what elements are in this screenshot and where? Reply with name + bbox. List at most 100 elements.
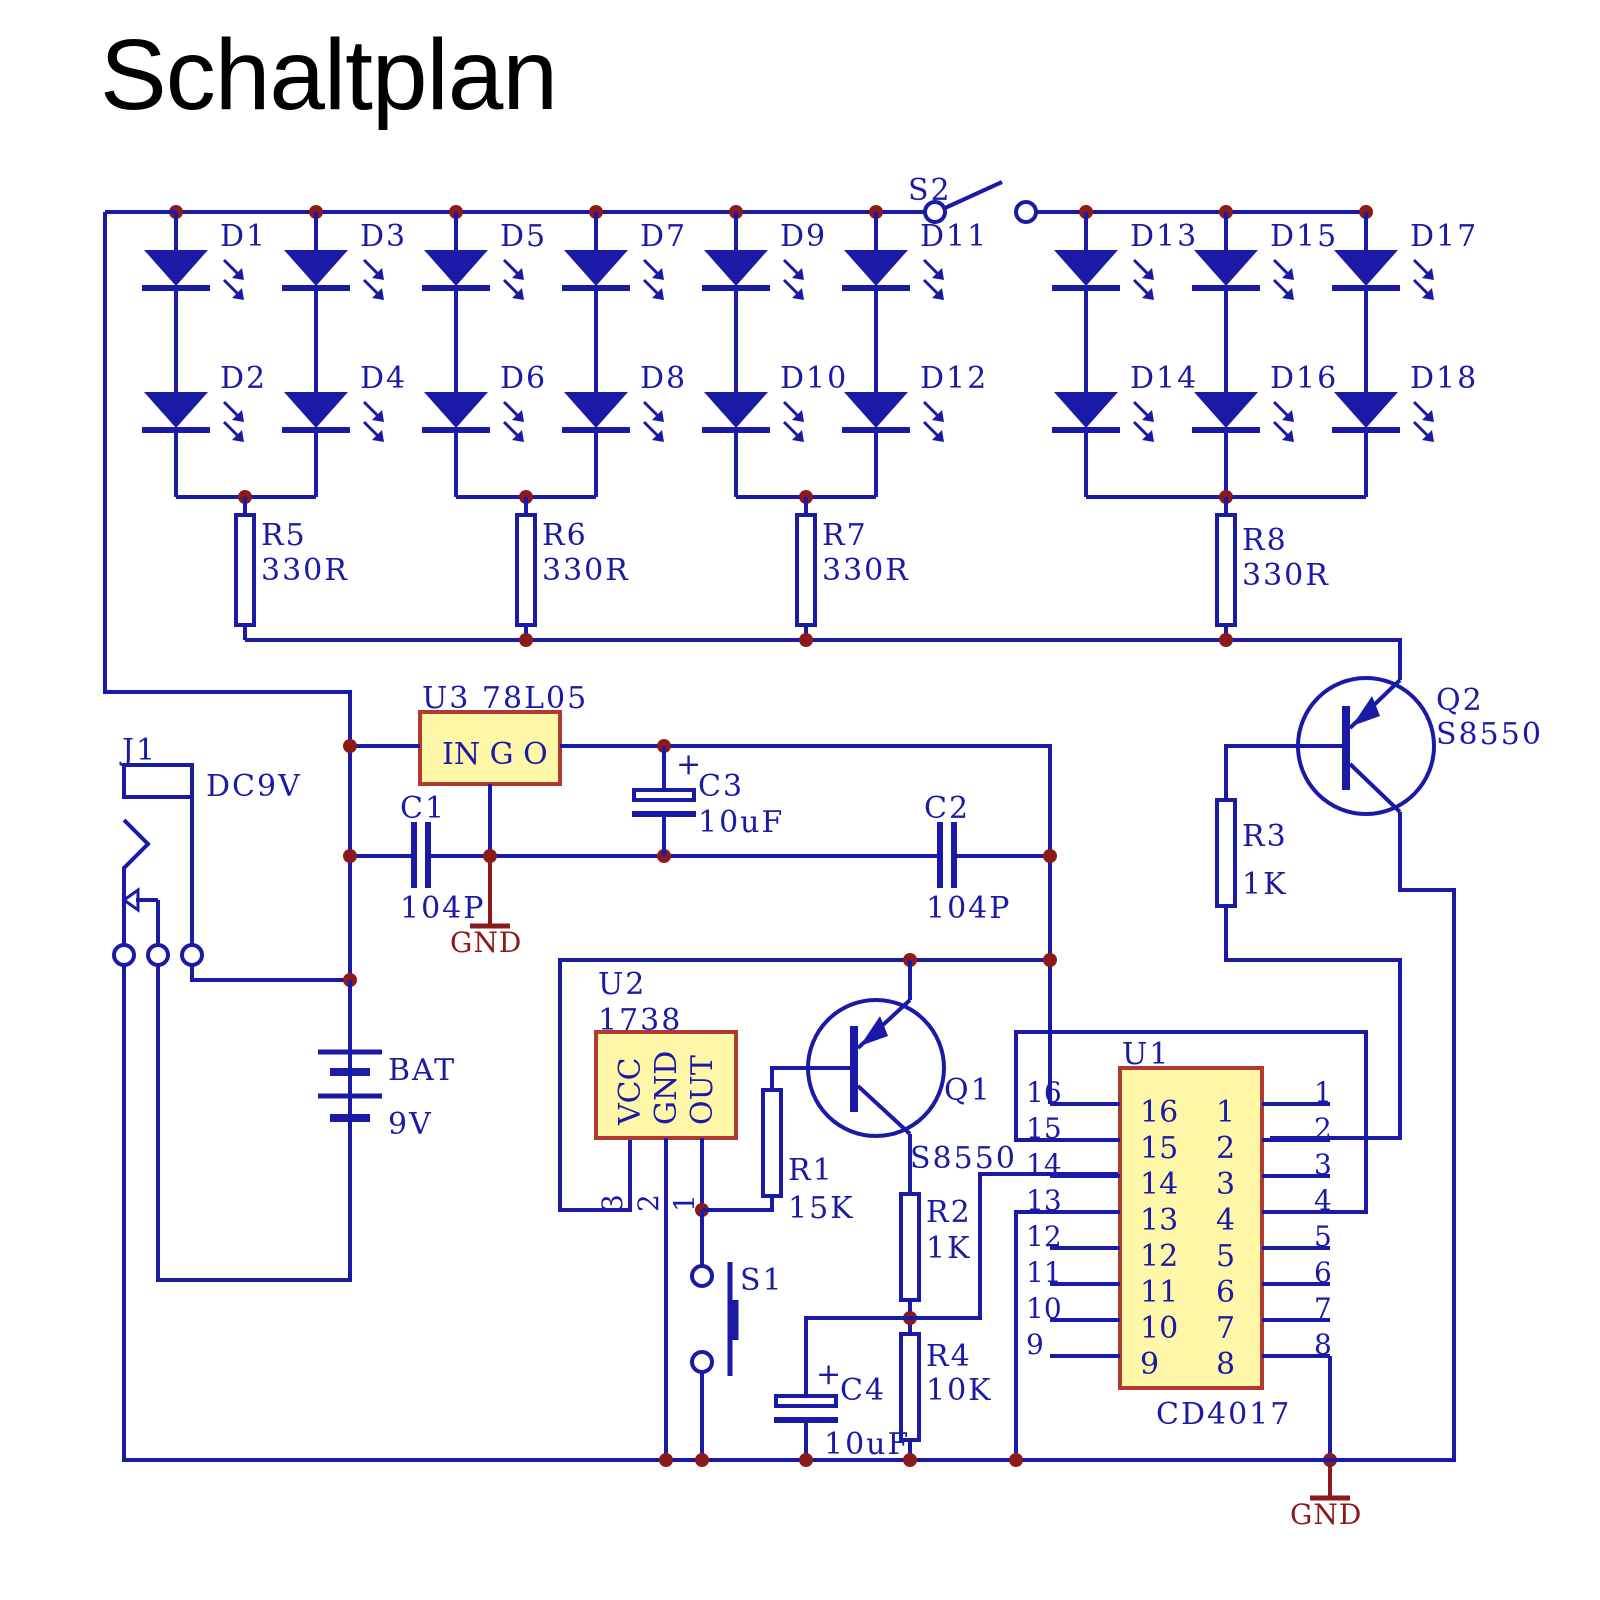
junction-dot [799,1453,813,1467]
u1-right-pin-inside: 8 [1216,1347,1235,1382]
led-label: D7 [640,219,687,254]
led-triangle [704,250,768,286]
u1-right-pin-inside: 2 [1216,1131,1235,1166]
led-label: D15 [1270,219,1338,254]
u2-body [594,1030,738,1140]
bat-value: 9V [388,1107,433,1142]
led-top-2: D3 [282,219,407,300]
led-arrowhead [652,288,664,300]
led-triangle [144,392,208,428]
u1-right-pin-outside: 6 [1314,1256,1332,1289]
r8-value: 330R [1242,558,1330,593]
led-label: D6 [500,361,547,396]
led-label: D5 [500,219,547,254]
q2-collector [1348,762,1402,814]
led-triangle [1334,250,1398,286]
u1-left-pin-inside: 15 [1140,1131,1178,1166]
junction-dot [903,1453,917,1467]
led-triangle [424,392,488,428]
led-triangle [1194,392,1258,428]
u2-pin-label: VCC [613,1057,648,1126]
r1-lower [702,1196,774,1212]
terminal-circle [923,200,947,224]
led-arrowhead [1282,268,1294,280]
junction-dot [1219,633,1233,647]
u1-right-pin-outside: 4 [1314,1184,1332,1217]
junction-dot [343,739,357,753]
led-label: D17 [1410,219,1478,254]
u1-left-pin-inside: 16 [1140,1095,1178,1130]
c3-name: C3 [698,769,744,804]
c3-plate-pos [632,788,696,802]
q1-part: S8550 [910,1141,1017,1176]
led-triangle [424,250,488,286]
u1-left-pin-outside: 10 [1026,1292,1062,1325]
u1-left-pin-inside: 12 [1140,1239,1178,1274]
u1-right-pin-outside: 7 [1314,1292,1332,1325]
u3-label: U3 78L05 [422,681,588,716]
u1-left-pin-outside: 14 [1026,1148,1062,1181]
u1-left-pin-outside: 12 [1026,1220,1062,1253]
j1-value: DC9V [206,769,302,804]
led-arrowhead [372,430,384,442]
led-triangle [1334,392,1398,428]
junction-dot [1043,849,1057,863]
led-triangle [144,250,208,286]
u1-part: CD4017 [1156,1397,1291,1432]
c4-top-lead [804,1316,910,1396]
led-arrowhead [652,430,664,442]
r3-value: 1K [1242,867,1288,902]
j1-gnd [122,965,550,1462]
c2-name: C2 [924,791,970,826]
u1-right-pin-inside: 5 [1216,1239,1235,1274]
r1-name: R1 [788,1153,834,1188]
led-arrowhead [512,430,524,442]
gnd-label-bottom: GND [1290,1498,1362,1531]
junction-dot [659,1453,673,1467]
led-arrowhead [372,288,384,300]
led-arrowhead [1282,410,1294,422]
led-arrowhead [1142,430,1154,442]
j1-switch-arrow [121,887,140,913]
led-arrowhead [1422,268,1434,280]
led-triangle [284,392,348,428]
led-label: D3 [360,219,407,254]
u1-right-pin-outside: 2 [1314,1112,1332,1145]
r3-body [1215,798,1237,908]
led-label: D16 [1270,361,1338,396]
s1-label: S1 [740,1263,784,1298]
bat-name: BAT [388,1053,456,1088]
c1-value: 104P [400,891,485,926]
led-arrowhead [1142,410,1154,422]
gnd-label-top: GND [450,926,522,959]
j1-sleeve [122,818,151,945]
led-arrowhead [652,268,664,280]
q1-circle [806,998,946,1138]
u1-reset-loop [1014,1030,1368,1214]
led-arrowhead [792,410,804,422]
junction-dot [1043,953,1057,967]
s2-label: S2 [908,173,952,208]
terminal-circle [146,943,170,967]
r2-value: 1K [926,1231,972,1266]
junction-dot [519,633,533,647]
q2-name: Q2 [1436,683,1484,718]
led-arrowhead [232,430,244,442]
q1-name: Q1 [944,1073,992,1108]
u1-name: U1 [1122,1037,1170,1072]
u2-vcc-wire [558,958,1050,1212]
c4-value: 10uF [824,1427,910,1462]
led-arrowhead [512,268,524,280]
led-arrowhead [932,268,944,280]
led-arrowhead [792,430,804,442]
led-label: D2 [220,361,267,396]
c3-value: 10uF [698,805,784,840]
c4-plate-pos [774,1394,838,1408]
led-top-9: D17 [1332,219,1478,300]
led-triangle [1054,392,1118,428]
r8-body [1215,513,1237,627]
led-arrowhead [232,268,244,280]
led-top-5: D9 [702,219,825,300]
